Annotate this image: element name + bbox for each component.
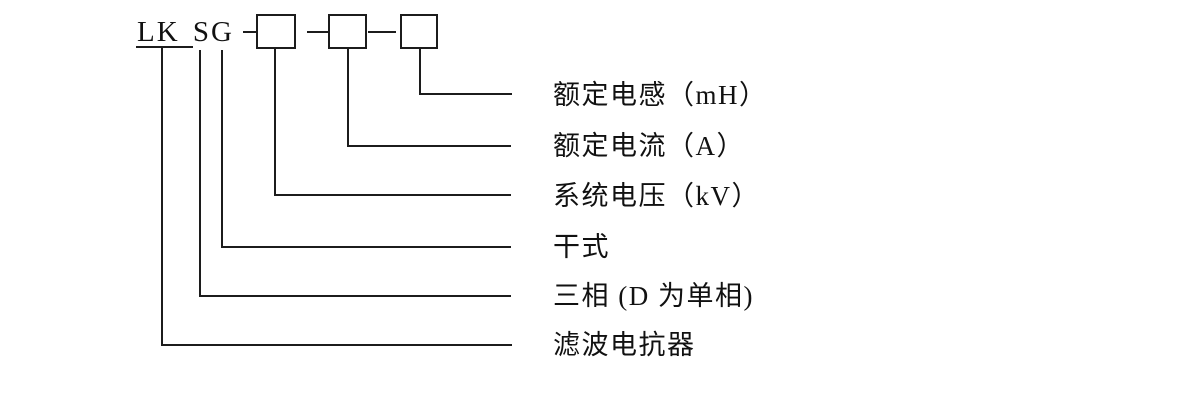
leader-horizontal-three-phase: [199, 295, 511, 297]
model-code-text: LK SG: [137, 16, 234, 48]
label-rated-current: 额定电流（A）: [553, 131, 745, 161]
leader-horizontal-rated-current: [347, 145, 511, 147]
leader-horizontal-system-voltage: [274, 194, 511, 196]
leader-vertical-filter-reactor: [161, 47, 163, 344]
leader-vertical-rated-inductance: [419, 47, 421, 93]
connector-dash-2: [307, 31, 328, 33]
label-dry-type: 干式: [553, 232, 610, 262]
connector-dash-3: [368, 31, 396, 33]
label-system-voltage: 系统电压（kV）: [553, 181, 760, 211]
leader-horizontal-filter-reactor: [161, 344, 512, 346]
code-box-rated-current: [328, 14, 367, 49]
leader-vertical-three-phase: [199, 50, 201, 295]
leader-vertical-dry-type: [221, 50, 223, 246]
leader-vertical-system-voltage: [274, 48, 276, 194]
label-rated-inductance: 额定电感（mH）: [553, 80, 768, 110]
label-filter-reactor: 滤波电抗器: [553, 330, 696, 360]
model-code-underline: [136, 46, 193, 48]
code-box-rated-inductance: [400, 14, 438, 49]
leader-vertical-rated-current: [347, 48, 349, 145]
label-three-phase: 三相 (D 为单相): [553, 281, 754, 311]
connector-dash-1: [243, 31, 256, 33]
code-box-system-voltage: [256, 14, 296, 49]
leader-horizontal-dry-type: [221, 246, 511, 248]
leader-horizontal-rated-inductance: [419, 93, 512, 95]
